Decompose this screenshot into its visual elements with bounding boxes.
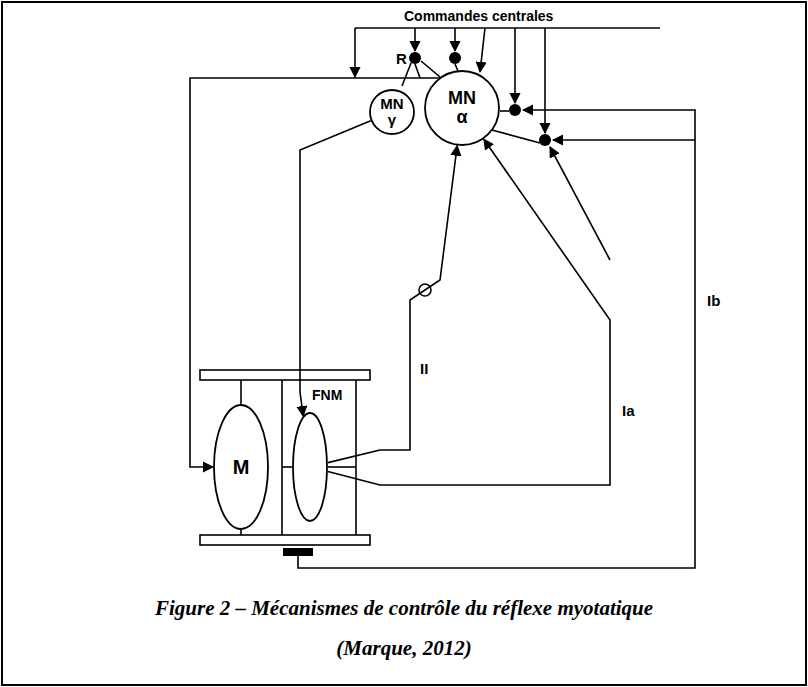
node-label: M [233, 457, 250, 478]
heading-label: Commandes centrales [402, 8, 555, 24]
ib-pathway [298, 110, 695, 568]
node-label: MN γ [380, 96, 403, 128]
central-commands [355, 28, 660, 133]
muscle-spindle: FNM [292, 412, 328, 522]
pathway-label: Ib [705, 292, 722, 309]
interneurons [402, 52, 551, 296]
muscle-frame [200, 370, 370, 545]
neuron-circle: MN γ [369, 89, 415, 135]
nerve-fiber [190, 77, 440, 467]
node-outline [292, 412, 328, 522]
neuron-circle: MN α [424, 70, 500, 146]
pathway-label: R [394, 50, 409, 67]
nerve-fiber [300, 121, 371, 416]
node-label: MN α [448, 89, 476, 127]
tendon-organ [283, 548, 313, 556]
muscle-shape: M [213, 404, 269, 530]
fiber-label: Ia [620, 402, 637, 419]
nerve-fiber [328, 139, 610, 485]
fiber-label: II [418, 360, 430, 377]
caption-block: Figure 2 – Mécanismes de contrôle du réf… [0, 588, 808, 668]
figure-caption: Figure 2 – Mécanismes de contrôle du réf… [124, 588, 684, 668]
nerve-fiber [328, 146, 457, 463]
node-label: FNM [312, 388, 342, 403]
